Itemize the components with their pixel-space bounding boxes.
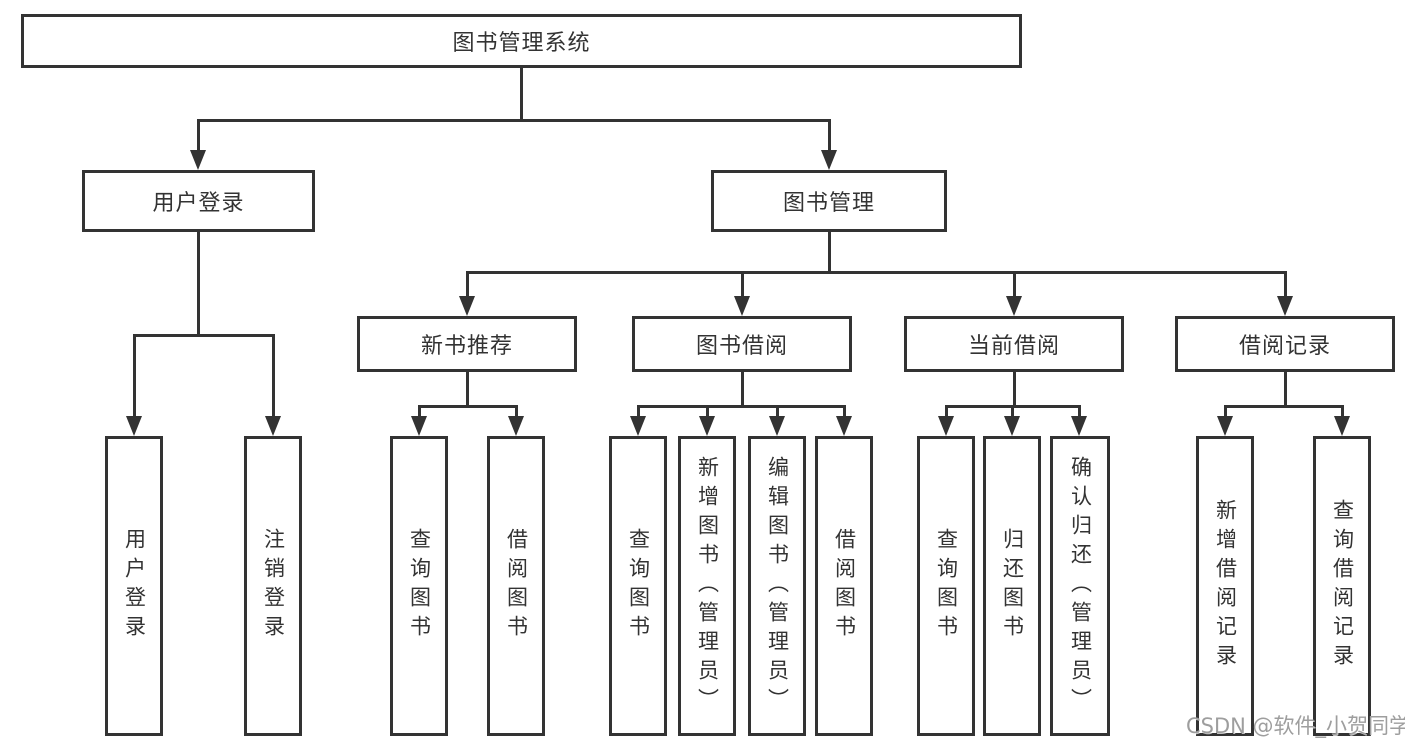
- connector-drop-leaf: [1078, 405, 1081, 418]
- node-borrow-records: 借阅记录: [1175, 316, 1395, 372]
- arrowhead-down-icon: [1334, 416, 1350, 436]
- arrowhead-down-icon: [699, 416, 715, 436]
- leaf-query-books-2: 查询图书: [609, 436, 667, 736]
- connector-user-login-rail: [133, 334, 275, 337]
- node-book-mgmt: 图书管理: [711, 170, 947, 232]
- leaf-confirm-return-admin-label: 确认归还（管理员）: [1068, 455, 1093, 717]
- arrowhead-down-icon: [411, 416, 427, 436]
- leaf-add-borrow-record: 新增借阅记录: [1196, 436, 1254, 736]
- connector-current-borrow-stem: [1013, 372, 1016, 407]
- leaf-edit-books-admin-label: 编辑图书（管理员）: [765, 455, 790, 717]
- node-book-borrow-label: 图书借阅: [695, 334, 788, 359]
- arrowhead-down-icon: [938, 416, 954, 436]
- node-current-borrow: 当前借阅: [904, 316, 1124, 372]
- connector-drop-leaf: [706, 405, 709, 418]
- arrowhead-down-icon: [821, 150, 837, 170]
- leaf-add-books-admin: 新增图书（管理员）: [678, 436, 736, 736]
- arrowhead-down-icon: [1277, 296, 1293, 316]
- leaf-user-login: 用户登录: [105, 436, 163, 736]
- connector-borrow-records-stem: [1284, 372, 1287, 407]
- connector-drop-leaf: [272, 334, 275, 418]
- leaf-borrow-books-label: 借阅图书: [832, 528, 857, 644]
- node-root-label: 图书管理系统: [452, 31, 591, 56]
- node-book-mgmt-label: 图书管理: [782, 191, 875, 216]
- leaf-query-borrow-record-label: 查询借阅记录: [1330, 499, 1355, 673]
- leaf-query-books-label: 查询图书: [407, 528, 432, 644]
- node-current-borrow-label: 当前借阅: [967, 334, 1060, 359]
- node-user-login-label: 用户登录: [152, 191, 245, 216]
- arrowhead-down-icon: [265, 416, 281, 436]
- arrowhead-down-icon: [836, 416, 852, 436]
- leaf-confirm-return-admin: 确认归还（管理员）: [1050, 436, 1110, 736]
- connector-drop-new-book: [466, 271, 469, 298]
- leaf-query-borrow-record: 查询借阅记录: [1313, 436, 1371, 736]
- connector-user-login-stem: [197, 232, 200, 336]
- arrowhead-down-icon: [190, 150, 206, 170]
- leaf-add-books-admin-label: 新增图书（管理员）: [695, 455, 720, 717]
- arrowhead-down-icon: [769, 416, 785, 436]
- csdn-watermark: CSDN @软件_小贺同学: [1186, 714, 1405, 738]
- leaf-edit-books-admin: 编辑图书（管理员）: [748, 436, 806, 736]
- leaf-query-books-label: 查询图书: [934, 528, 959, 644]
- connector-drop-leaf: [637, 405, 640, 418]
- connector-drop-borrow-records: [1284, 271, 1287, 298]
- connector-book-mgmt-stem: [828, 232, 831, 273]
- arrowhead-down-icon: [126, 416, 142, 436]
- arrowhead-down-icon: [459, 296, 475, 316]
- leaf-return-books-label: 归还图书: [1000, 528, 1025, 644]
- leaf-logout: 注销登录: [244, 436, 302, 736]
- connector-drop-leaf: [843, 405, 846, 418]
- leaf-user-login-label: 用户登录: [122, 528, 147, 644]
- arrowhead-down-icon: [1217, 416, 1233, 436]
- leaf-query-books-3: 查询图书: [917, 436, 975, 736]
- leaf-query-books-1: 查询图书: [390, 436, 448, 736]
- arrowhead-down-icon: [1071, 416, 1087, 436]
- leaf-add-borrow-record-label: 新增借阅记录: [1213, 499, 1238, 673]
- connector-drop-leaf: [1341, 405, 1344, 418]
- connector-root-stem: [520, 68, 523, 121]
- arrowhead-down-icon: [1006, 296, 1022, 316]
- connector-new-book-rail: [418, 405, 518, 408]
- arrowhead-down-icon: [508, 416, 524, 436]
- leaf-logout-label: 注销登录: [261, 528, 286, 644]
- node-borrow-records-label: 借阅记录: [1238, 334, 1331, 359]
- connector-drop-leaf: [945, 405, 948, 418]
- arrowhead-down-icon: [630, 416, 646, 436]
- node-new-book-recommend-label: 新书推荐: [420, 334, 513, 359]
- connector-drop-current-borrow: [1013, 271, 1016, 298]
- connector-book-mgmt-rail: [466, 271, 1287, 274]
- connector-book-borrow-rail: [637, 405, 845, 408]
- connector-root-rail: [197, 119, 831, 122]
- node-new-book-recommend: 新书推荐: [357, 316, 577, 372]
- connector-drop-book-mgmt: [828, 119, 831, 152]
- leaf-borrow-books-1: 借阅图书: [487, 436, 545, 736]
- connector-new-book-stem: [466, 372, 469, 407]
- connector-borrow-records-rail: [1224, 405, 1343, 408]
- connector-drop-leaf: [515, 405, 518, 418]
- leaf-borrow-books-2: 借阅图书: [815, 436, 873, 736]
- connector-drop-leaf: [776, 405, 779, 418]
- leaf-return-books: 归还图书: [983, 436, 1041, 736]
- connector-drop-book-borrow: [741, 271, 744, 298]
- connector-book-borrow-stem: [741, 372, 744, 407]
- connector-drop-user-login: [197, 119, 200, 152]
- arrowhead-down-icon: [1004, 416, 1020, 436]
- leaf-borrow-books-label: 借阅图书: [504, 528, 529, 644]
- leaf-query-books-label: 查询图书: [626, 528, 651, 644]
- node-book-borrow: 图书借阅: [632, 316, 852, 372]
- arrowhead-down-icon: [734, 296, 750, 316]
- node-root: 图书管理系统: [21, 14, 1022, 68]
- connector-drop-leaf: [133, 334, 136, 418]
- connector-drop-leaf: [1011, 405, 1014, 418]
- connector-drop-leaf: [418, 405, 421, 418]
- connector-drop-leaf: [1224, 405, 1227, 418]
- node-user-login: 用户登录: [82, 170, 315, 232]
